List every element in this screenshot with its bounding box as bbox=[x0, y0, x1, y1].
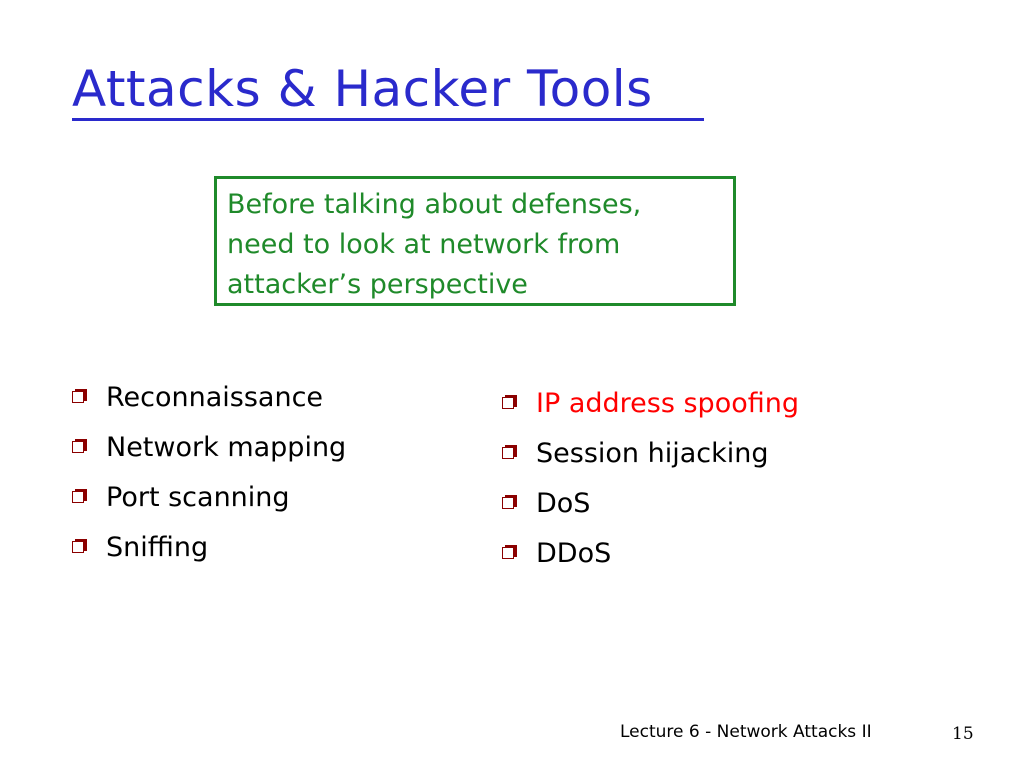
checkbox-bullet-icon bbox=[502, 445, 518, 461]
callout-line: need to look at network from bbox=[227, 229, 621, 260]
list-item-label: DoS bbox=[536, 487, 591, 519]
checkbox-bullet-icon bbox=[502, 495, 518, 511]
checkbox-bullet-icon bbox=[502, 545, 518, 561]
checkbox-bullet-icon bbox=[72, 489, 88, 505]
list-item: Network mapping bbox=[72, 422, 346, 472]
list-item-label: DDoS bbox=[536, 537, 612, 569]
slide-title: Attacks & Hacker Tools bbox=[72, 60, 653, 118]
callout-box: Before talking about defenses, need to l… bbox=[214, 176, 736, 306]
checkbox-bullet-icon bbox=[502, 395, 518, 411]
list-item-label: Reconnaissance bbox=[106, 381, 324, 413]
title-underline bbox=[72, 118, 704, 121]
callout-line: attacker’s perspective bbox=[227, 269, 528, 300]
page-number: 15 bbox=[952, 724, 974, 744]
checkbox-bullet-icon bbox=[72, 539, 88, 555]
list-item-label: IP address spoofing bbox=[536, 387, 799, 419]
callout-line: Before talking about defenses, bbox=[227, 189, 642, 220]
list-item: Port scanning bbox=[72, 472, 346, 522]
list-item-label: Port scanning bbox=[106, 481, 290, 513]
list-item-label: Network mapping bbox=[106, 431, 347, 463]
checkbox-bullet-icon bbox=[72, 439, 88, 455]
list-item: Reconnaissance bbox=[72, 372, 346, 422]
list-item: Sniffing bbox=[72, 522, 346, 572]
list-item-label: Sniffing bbox=[106, 531, 209, 563]
list-item: DDoS bbox=[502, 528, 799, 578]
list-item: Session hijacking bbox=[502, 428, 799, 478]
slide-footer: Lecture 6 - Network Attacks II bbox=[620, 722, 872, 742]
list-item: IP address spoofing bbox=[502, 378, 799, 428]
left-bullet-list: Reconnaissance Network mapping Port scan… bbox=[72, 372, 346, 572]
checkbox-bullet-icon bbox=[72, 389, 88, 405]
list-item-label: Session hijacking bbox=[536, 437, 769, 469]
list-item: DoS bbox=[502, 478, 799, 528]
right-bullet-list: IP address spoofing Session hijacking Do… bbox=[502, 378, 799, 578]
